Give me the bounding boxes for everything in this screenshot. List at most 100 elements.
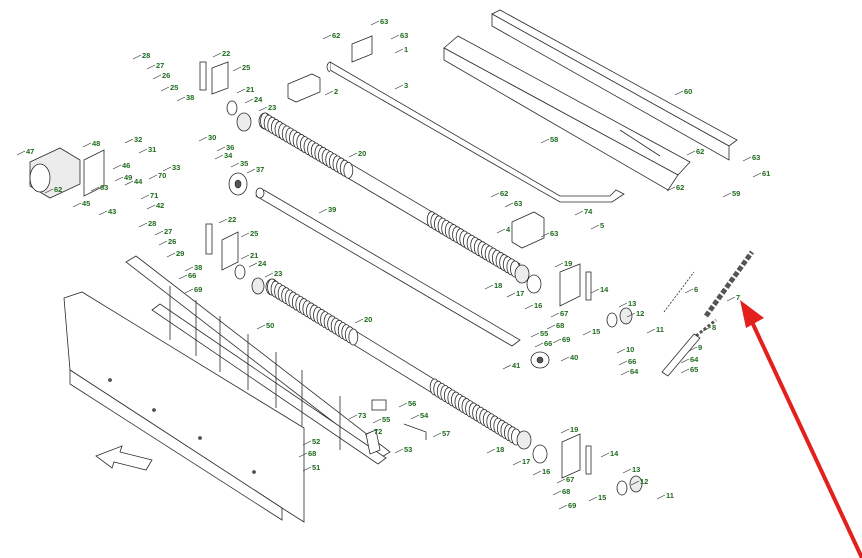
callout-leader: [318, 208, 328, 214]
callout-label: 5: [600, 221, 604, 230]
callout-label: 44: [134, 177, 143, 186]
callout-leader: [626, 312, 636, 318]
callout-label: 66: [544, 339, 552, 348]
callout-label: 62: [54, 185, 62, 194]
callout-leader: [618, 302, 628, 308]
callout-label: 29: [176, 249, 184, 258]
callout-label: 63: [514, 199, 522, 208]
callout-label: 73: [358, 411, 366, 420]
callout-label: 30: [208, 133, 216, 142]
top-frame-beam: [443, 9, 738, 191]
callout-label: 24: [258, 259, 267, 268]
callout-leader: [198, 136, 208, 142]
callout-leader: [398, 402, 408, 408]
callout-leader: [154, 230, 164, 236]
callout-leader: [558, 504, 568, 510]
callout-leader: [600, 452, 610, 458]
callout-label: 26: [168, 237, 176, 246]
callout-leader: [302, 466, 312, 472]
callout-leader: [44, 188, 54, 194]
callout-label: 55: [382, 415, 390, 424]
callout-leader: [590, 224, 600, 230]
bearing-mid-right: [526, 263, 633, 328]
callout-label: 38: [186, 93, 194, 102]
callout-leader: [240, 254, 250, 260]
callout-label: 27: [156, 61, 164, 70]
callout-label: 31: [148, 145, 156, 154]
callout-leader: [540, 138, 550, 144]
callout-label: 56: [408, 399, 416, 408]
callout-leader: [256, 324, 266, 330]
callout-label: 52: [312, 437, 320, 446]
callout-leader: [496, 228, 506, 234]
callout-leader: [588, 496, 598, 502]
callout-label: 36: [226, 143, 234, 152]
callout-label: 19: [564, 259, 572, 268]
callout-leader: [684, 288, 694, 294]
callout-leader: [16, 150, 26, 156]
callout-leader: [138, 222, 148, 228]
callout-label: 22: [228, 215, 236, 224]
callout-label: 13: [632, 465, 640, 474]
callout-label: 69: [194, 285, 202, 294]
callout-leader: [394, 448, 404, 454]
callout-leader: [552, 338, 562, 344]
callout-leader: [534, 342, 544, 348]
roller-rib: [343, 161, 354, 179]
callout-label: 68: [308, 449, 316, 458]
callout-leader: [646, 328, 656, 334]
callout-label: 1: [404, 45, 408, 54]
callout-label: 51: [312, 463, 320, 472]
upper-roller-20: [258, 112, 530, 284]
callout-leader: [752, 172, 762, 178]
callout-leader: [560, 428, 570, 434]
callout-label: 46: [122, 161, 130, 170]
callout-label: 59: [732, 189, 740, 198]
callout-leader: [432, 432, 442, 438]
chain-8: [695, 318, 717, 338]
callout-label: 17: [522, 457, 530, 466]
callout-leader: [264, 272, 274, 278]
callout-label: 20: [358, 149, 366, 158]
bearing-37: [228, 172, 248, 196]
callout-label: 47: [26, 147, 34, 156]
callout-leader: [124, 180, 134, 186]
tensioner-9: [661, 333, 701, 377]
callout-label: 45: [82, 199, 90, 208]
callout-label: 55: [540, 329, 548, 338]
callout-label: 10: [626, 345, 634, 354]
callout-label: 66: [188, 271, 196, 280]
callout-label: 34: [224, 151, 233, 160]
callout-label: 58: [550, 135, 558, 144]
callout-leader: [124, 138, 134, 144]
callout-leader: [298, 452, 308, 458]
callout-leader: [114, 176, 124, 182]
callout-leader: [72, 202, 82, 208]
callout-leader: [146, 64, 156, 70]
callout-leader: [506, 292, 516, 298]
red-pointer-arrow-icon: [740, 300, 862, 558]
callout-label: 15: [592, 327, 600, 336]
callout-leader: [132, 54, 142, 60]
callout-leader: [232, 66, 242, 72]
callout-label: 25: [250, 229, 258, 238]
callout-label: 17: [516, 289, 524, 298]
callout-label: 27: [164, 227, 172, 236]
callout-leader: [370, 20, 380, 26]
callout-label: 2: [334, 87, 338, 96]
callout-label: 12: [640, 477, 648, 486]
callout-label: 38: [194, 263, 202, 272]
callout-label: 16: [542, 467, 550, 476]
callout-leader: [148, 174, 158, 180]
callout-leader: [674, 90, 684, 96]
bearing-mid-left: [205, 223, 265, 295]
callout-label: 40: [570, 353, 578, 362]
callout-leader: [512, 460, 522, 466]
callout-leader: [364, 430, 374, 436]
callout-leader: [504, 202, 514, 208]
callout-leader: [540, 232, 550, 238]
callout-leader: [354, 318, 364, 324]
callout-label: 11: [666, 491, 674, 500]
callout-leader: [98, 210, 108, 216]
